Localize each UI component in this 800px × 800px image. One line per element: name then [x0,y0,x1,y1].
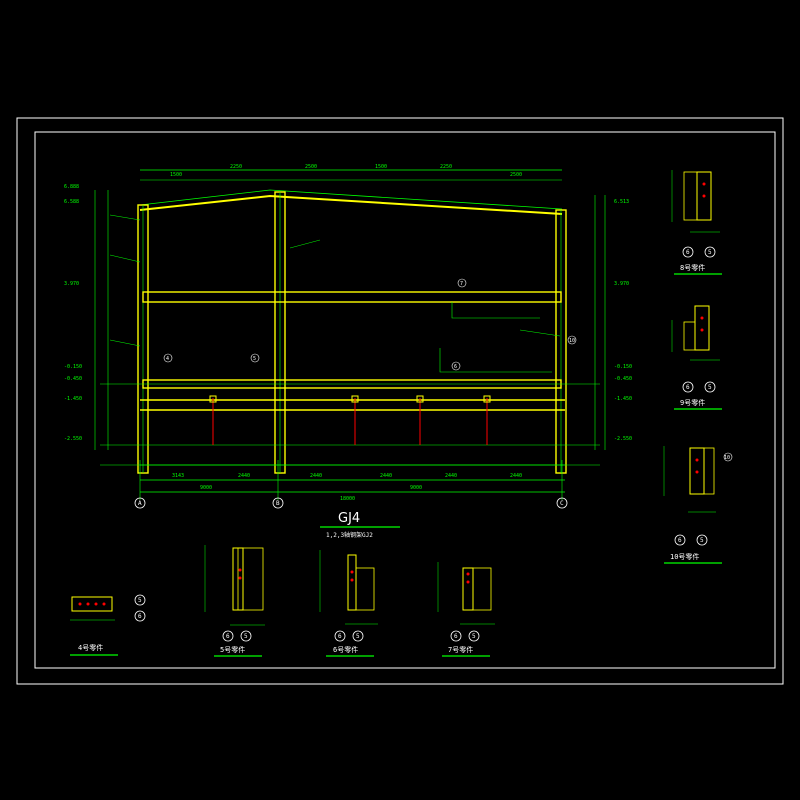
detail-4: 5 6 4号零件 [70,594,146,656]
top-dimensions: 1500 2250 2500 1500 2250 2500 [170,164,522,178]
detail-6-mark-b: 5 [356,633,360,640]
elev-left-5: -1.450 [64,396,82,402]
elev-left-0: 6.888 [64,184,79,190]
elev-left-4: -0.450 [64,376,82,382]
axis-b-label: B [276,500,280,507]
detail-4-mark-a: 5 [138,597,142,604]
top-dim-3: 1500 [375,164,387,170]
outer-frame [16,117,784,685]
detail-8-label: 8号零件 [680,263,705,272]
elev-left-6: -2.550 [64,436,82,442]
detail-8: 6 5 8号零件 [671,170,722,275]
top-dim-0: 1500 [170,172,182,178]
bottom-dim-3: 2440 [380,473,392,479]
detail-6-label: 6号零件 [333,645,358,654]
detail-10-mark-b: 5 [700,537,704,544]
detail-7-mark-b: 5 [472,633,476,640]
axis-c-label: C [560,500,564,507]
bottom-dim-1: 2440 [238,473,250,479]
detail-5-mark-b: 5 [244,633,248,640]
bottom-dim-4: 2440 [445,473,457,479]
detail-9: 6 5 9号零件 [671,305,722,410]
callout-10: 10 [569,338,575,344]
axis-markers: A B C [134,497,568,509]
elevation-labels-left: 6.888 6.588 3.970 -0.150 -0.450 -1.450 -… [64,184,82,442]
detail-9-mark-b: 5 [708,384,712,391]
bottom-dim-0: 3143 [172,473,184,479]
bottom-dimensions: 3143 2440 2440 2440 2440 2440 9000 18000… [172,473,522,502]
callout-5: 5 [253,356,256,362]
detail-5: 6 5 5号零件 [204,545,265,657]
detail-7-label: 7号零件 [448,645,473,654]
elev-right-0: 6.513 [614,199,629,205]
total-dim-2: 9000 [410,485,422,491]
detail-4-label: 4号零件 [78,643,103,652]
detail-5-label: 5号零件 [220,645,245,654]
top-dim-2: 2500 [305,164,317,170]
elevation-callouts: 4 5 6 7 10 [163,278,577,371]
elev-left-1: 6.588 [64,199,79,205]
detail-4-mark-b: 6 [138,613,142,620]
callout-6: 6 [454,364,457,370]
detail-8-mark-b: 5 [708,249,712,256]
detail-7-mark-a: 6 [454,633,458,640]
frame-elevation [94,169,606,500]
detail-10-label: 10号零件 [670,552,699,561]
elev-left-2: 3.970 [64,281,79,287]
detail-9-mark-a: 6 [686,384,690,391]
bottom-dim-5: 2440 [510,473,522,479]
drawing-subtitle: 1,2,3轴钢架GJ2 [326,531,373,539]
callout-7: 7 [460,281,463,287]
bottom-dim-2: 2440 [310,473,322,479]
callout-4: 4 [166,356,169,362]
elev-right-5: -2.550 [614,436,632,442]
total-dim-0: 9000 [200,485,212,491]
top-dim-1: 2250 [230,164,242,170]
detail-5-mark-a: 6 [226,633,230,640]
drawing-title: GJ4 [338,511,360,526]
elev-left-3: -0.150 [64,364,82,370]
top-dim-5: 2500 [510,172,522,178]
detail-10: 10 6 5 10号零件 [663,446,733,564]
detail-8-mark-a: 6 [686,249,690,256]
elev-right-1: 3.970 [614,281,629,287]
elev-right-3: -0.450 [614,376,632,382]
detail-10-callout: 10 [724,455,730,461]
axis-a-label: A [138,500,142,507]
inner-frame [34,131,776,669]
detail-7: 6 5 7号零件 [437,562,495,657]
elev-right-2: -0.150 [614,364,632,370]
elev-right-4: -1.450 [614,396,632,402]
detail-6: 6 5 6号零件 [319,550,378,657]
detail-6-mark-a: 6 [338,633,342,640]
detail-10-mark-a: 6 [678,537,682,544]
detail-9-label: 9号零件 [680,398,705,407]
top-dim-4: 2250 [440,164,452,170]
elevation-labels-right: 6.513 3.970 -0.150 -0.450 -1.450 -2.550 [614,199,632,442]
total-dim-1: 18000 [340,496,355,502]
